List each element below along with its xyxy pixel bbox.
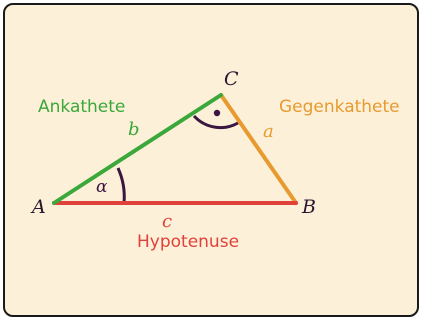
alpha-label: α — [96, 177, 108, 197]
alpha-angle-arc — [116, 167, 126, 204]
gegenkathete-label: Gegenkathete — [279, 97, 400, 117]
ankathete-label: Ankathete — [38, 97, 125, 117]
vertex-a-label: A — [30, 196, 46, 218]
card-background — [3, 3, 419, 317]
hypotenuse-label: Hypotenuse — [137, 232, 239, 252]
side-b-line — [52, 93, 223, 205]
side-b-letter: b — [128, 119, 140, 140]
side-a-letter: a — [263, 121, 274, 142]
vertex-b-label: B — [301, 196, 316, 218]
side-a-line — [219, 93, 298, 205]
side-c-letter: c — [162, 211, 172, 232]
vertex-c-label: C — [224, 68, 239, 90]
right-angle-arc — [192, 114, 239, 130]
right-angle-dot — [213, 109, 221, 117]
